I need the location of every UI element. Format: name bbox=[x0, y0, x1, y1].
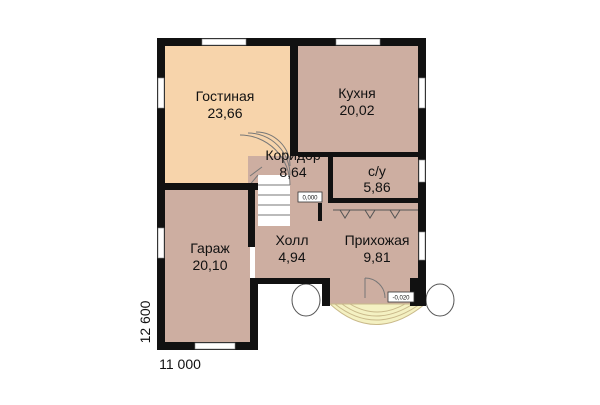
kitchen-floor bbox=[298, 46, 418, 156]
svg-text:4,94: 4,94 bbox=[278, 249, 305, 265]
entrance-door-swing bbox=[364, 277, 386, 299]
wc-floor bbox=[333, 156, 418, 200]
room-label-garage: Гараж 20,10 bbox=[190, 240, 230, 273]
room-label-kitchen: Кухня 20,02 bbox=[338, 85, 375, 118]
svg-text:Кухня: Кухня bbox=[338, 85, 375, 101]
svg-text:20,02: 20,02 bbox=[339, 102, 374, 118]
level-mark-porch: -0,020 bbox=[387, 291, 415, 303]
hall-floor bbox=[255, 226, 320, 278]
wardrobe bbox=[333, 209, 418, 219]
svg-text:20,10: 20,10 bbox=[192, 257, 227, 273]
svg-text:Холл: Холл bbox=[276, 232, 309, 248]
svg-text:9,81: 9,81 bbox=[363, 249, 390, 265]
svg-text:5,86: 5,86 bbox=[363, 179, 390, 195]
windows bbox=[157, 38, 426, 350]
room-label-living: Гостиная 23,66 bbox=[196, 88, 255, 121]
svg-text:с/у: с/у bbox=[368, 163, 386, 179]
svg-text:Прихожая: Прихожая bbox=[345, 232, 410, 248]
svg-text:-0,020: -0,020 bbox=[392, 296, 410, 302]
svg-text:23,66: 23,66 bbox=[207, 105, 242, 121]
porch-steps bbox=[328, 303, 427, 325]
garage-floor bbox=[165, 187, 250, 342]
svg-text:Гостиная: Гостиная bbox=[196, 88, 255, 104]
room-label-entrance: Прихожая 9,81 bbox=[345, 232, 410, 265]
room-label-wc: с/у 5,86 bbox=[363, 163, 390, 195]
svg-text:Коридор: Коридор bbox=[265, 147, 321, 163]
porch-columns bbox=[291, 283, 455, 317]
room-label-corridor: Коридор 8,64 bbox=[265, 147, 321, 180]
stairs bbox=[239, 131, 291, 226]
svg-text:Гараж: Гараж bbox=[190, 240, 230, 256]
room-label-hall: Холл 4,94 bbox=[276, 232, 309, 265]
level-mark-floor: 0,000 bbox=[297, 191, 323, 203]
dimension-width: 11 000 bbox=[159, 356, 201, 372]
svg-text:0,000: 0,000 bbox=[302, 196, 318, 202]
dimension-height: 12 600 bbox=[137, 300, 153, 343]
svg-text:8,64: 8,64 bbox=[279, 164, 306, 180]
